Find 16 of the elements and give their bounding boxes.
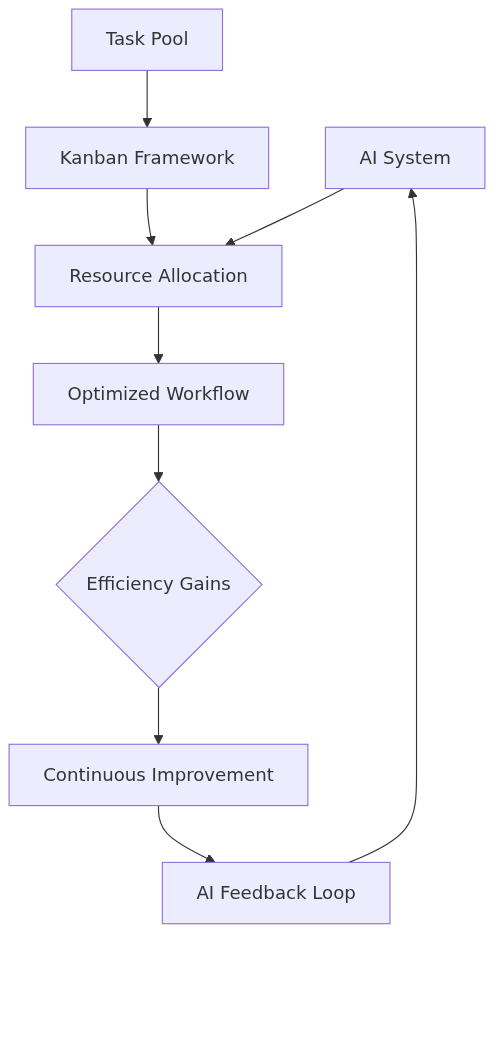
node-box: Task Pool — [71, 8, 224, 71]
arrow — [153, 686, 164, 745]
arrow — [145, 187, 156, 246]
arrow — [153, 424, 164, 483]
node-box: Resource Allocation — [34, 244, 283, 308]
node-diamond: Efficiency Gains — [55, 480, 263, 689]
node-box: Continuous Improvement — [8, 743, 309, 807]
node-box: Kanban Framework — [25, 126, 270, 190]
arrow — [348, 188, 418, 863]
node-box: AI System — [324, 126, 486, 190]
arrow — [142, 69, 153, 128]
arrow — [157, 805, 216, 863]
node-box: AI Feedback Loop — [161, 861, 391, 925]
arrow — [153, 306, 164, 364]
arrow — [225, 187, 345, 247]
node-box: Optimized Workflow — [32, 362, 285, 426]
